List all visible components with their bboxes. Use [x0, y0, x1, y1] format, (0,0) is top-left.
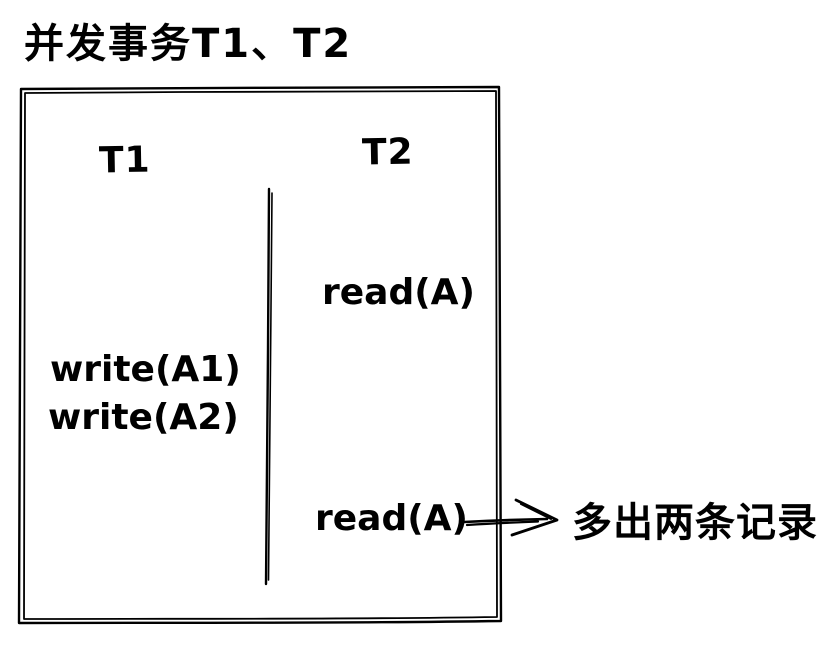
transaction-box-border — [17, 85, 503, 625]
column-header-t2: T2 — [361, 131, 414, 174]
column-divider-line — [264, 187, 273, 586]
t2-operation-read-first: read(A) — [322, 272, 475, 313]
column-header-t1: T1 — [98, 139, 151, 182]
diagram-title: 并发事务T1、T2 — [24, 21, 353, 67]
t1-operation-write-second: write(A2) — [48, 397, 239, 438]
t2-operation-read-second: read(A) — [315, 498, 468, 539]
t1-operation-write-first: write(A1) — [50, 349, 241, 390]
arrow-annotation: 多出两条记录 — [572, 500, 818, 546]
arrow-icon — [462, 498, 559, 537]
